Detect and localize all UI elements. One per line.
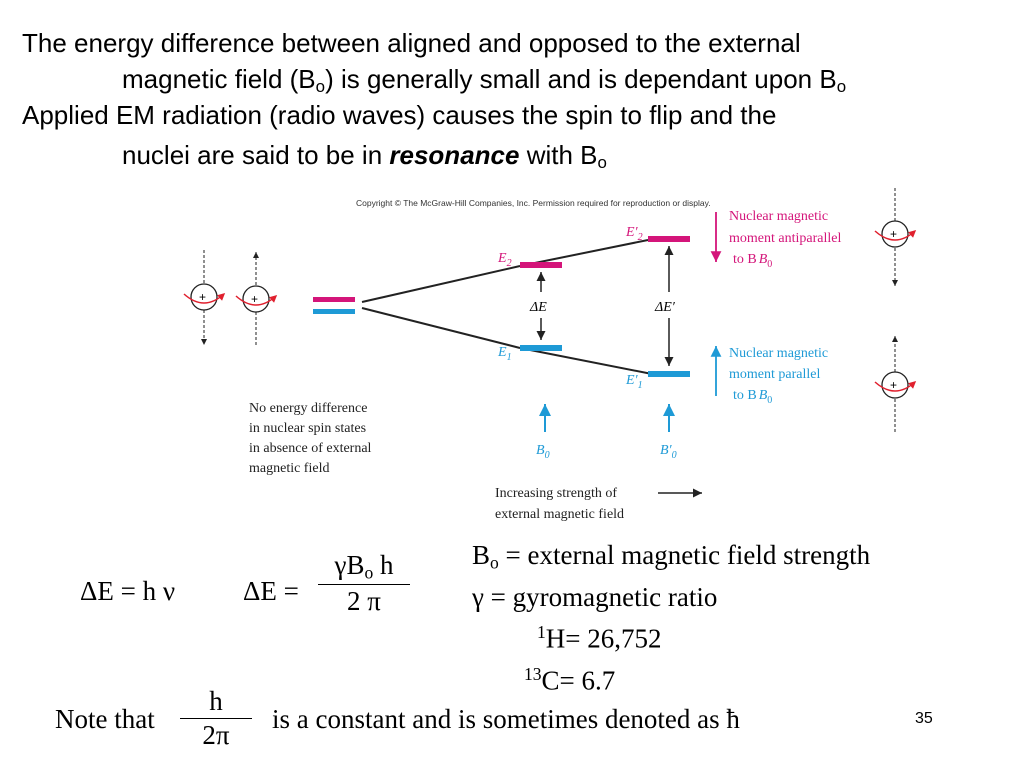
intro-line-3: Applied EM radiation (radio waves) cause… [22,100,776,130]
label-b0-prime: B′0 [660,443,677,461]
spin-right-parallel-plus: + [890,378,897,392]
increasing-strength-label: Increasing strength of external magnetic… [495,486,624,522]
level-E2 [520,262,562,268]
def-gamma: γ = gyromagnetic ratio [472,582,718,612]
spin-left-up-plus: + [251,292,258,306]
spin-right-antiparallel-plus: + [890,227,897,241]
intro-line-4: nuclei are said to be in resonance with … [122,140,607,178]
spin-left-up: + [235,252,278,345]
intro-line-4-sub: o [597,153,607,173]
copyright-notice: Copyright © The McGraw-Hill Companies, I… [356,198,711,208]
def-carbon-text: C= 6.7 [541,665,616,696]
def-hydrogen-text: H= 26,752 [545,623,662,654]
degenerate-level-lower [313,309,355,314]
slide-number: 35 [915,710,933,727]
def-b0: Bo = external magnetic field strength [472,540,870,573]
def-hydrogen: 1H= 26,752 [537,622,662,655]
note-fraction-numerator: h [209,686,223,716]
intro-line-2-sub2: o [836,77,847,97]
label-E1: E1 [497,345,512,363]
def-carbon-sup: 13 [524,664,542,684]
num-h: h [373,550,394,580]
split-line-lower-2 [519,347,653,375]
note-fraction-bar [180,718,252,719]
resonance-emphasis: resonance [389,140,520,170]
label-delta-e-prime: ΔE′ [654,300,676,315]
split-line-upper-2 [519,239,649,267]
note-prefix: Note that [55,704,155,734]
note-suffix: is a constant and is sometimes denoted a… [272,704,740,734]
split-line-upper-1 [361,265,521,303]
fraction-numerator: γBo h [318,550,410,583]
equation-planck: ΔE = h ν [80,576,176,606]
parallel-label: Nuclear magnetic moment parallel [729,346,832,382]
level-E1 [520,345,562,351]
level-E2-prime [648,236,690,242]
num-gamma-b: γB [334,550,365,580]
intro-line-2: magnetic field (Bo) is generally small a… [122,64,846,102]
def-b0-b: B [472,540,491,570]
intro-line-2-sub: o [315,77,326,97]
def-carbon: 13C= 6.7 [524,664,615,697]
intro-line-3-text: Applied EM radiation (radio waves) cause… [22,100,777,130]
label-E2-prime: E′2 [625,225,643,243]
spin-right-antiparallel: + [874,188,917,286]
degenerate-level-upper [313,297,355,302]
intro-line-4-a: nuclei are said to be in [122,140,390,170]
label-E1-prime: E′1 [625,373,643,391]
antiparallel-label: Nuclear magnetic moment antiparallel [729,209,841,246]
label-delta-e: ΔE [529,300,547,315]
no-energy-difference-label: No energy difference in nuclear spin sta… [249,401,375,476]
level-E1-prime [648,371,690,377]
def-b0-text: = external magnetic field strength [498,540,871,570]
def-b0-sub: o [490,552,499,573]
note-fraction-denominator: 2π [202,720,230,750]
def-hydrogen-sup: 1 [537,622,546,642]
intro-line-1-text: The energy difference between aligned an… [22,28,801,58]
intro-line-2-b: ) is generally small and is dependant up… [325,64,837,94]
equation-delta-e-fraction: γBo h 2 π [318,550,410,617]
equation-delta-e-lhs: ΔE = [243,576,299,606]
label-E2: E2 [497,251,512,269]
spin-left-down: + [183,250,226,345]
intro-line-1: The energy difference between aligned an… [22,28,801,58]
spin-left-down-plus: + [199,290,206,304]
spin-right-parallel: + [874,336,917,432]
intro-line-4-b: with B [519,140,598,170]
label-b0: B0 [536,443,550,461]
fraction-bar [318,584,410,586]
num-sub-o: o [364,562,374,583]
split-line-lower-1 [361,307,521,349]
note-fraction: h 2π [180,686,252,751]
fraction-denominator: 2 π [347,586,381,617]
intro-line-2-a: magnetic field (B [122,64,316,94]
